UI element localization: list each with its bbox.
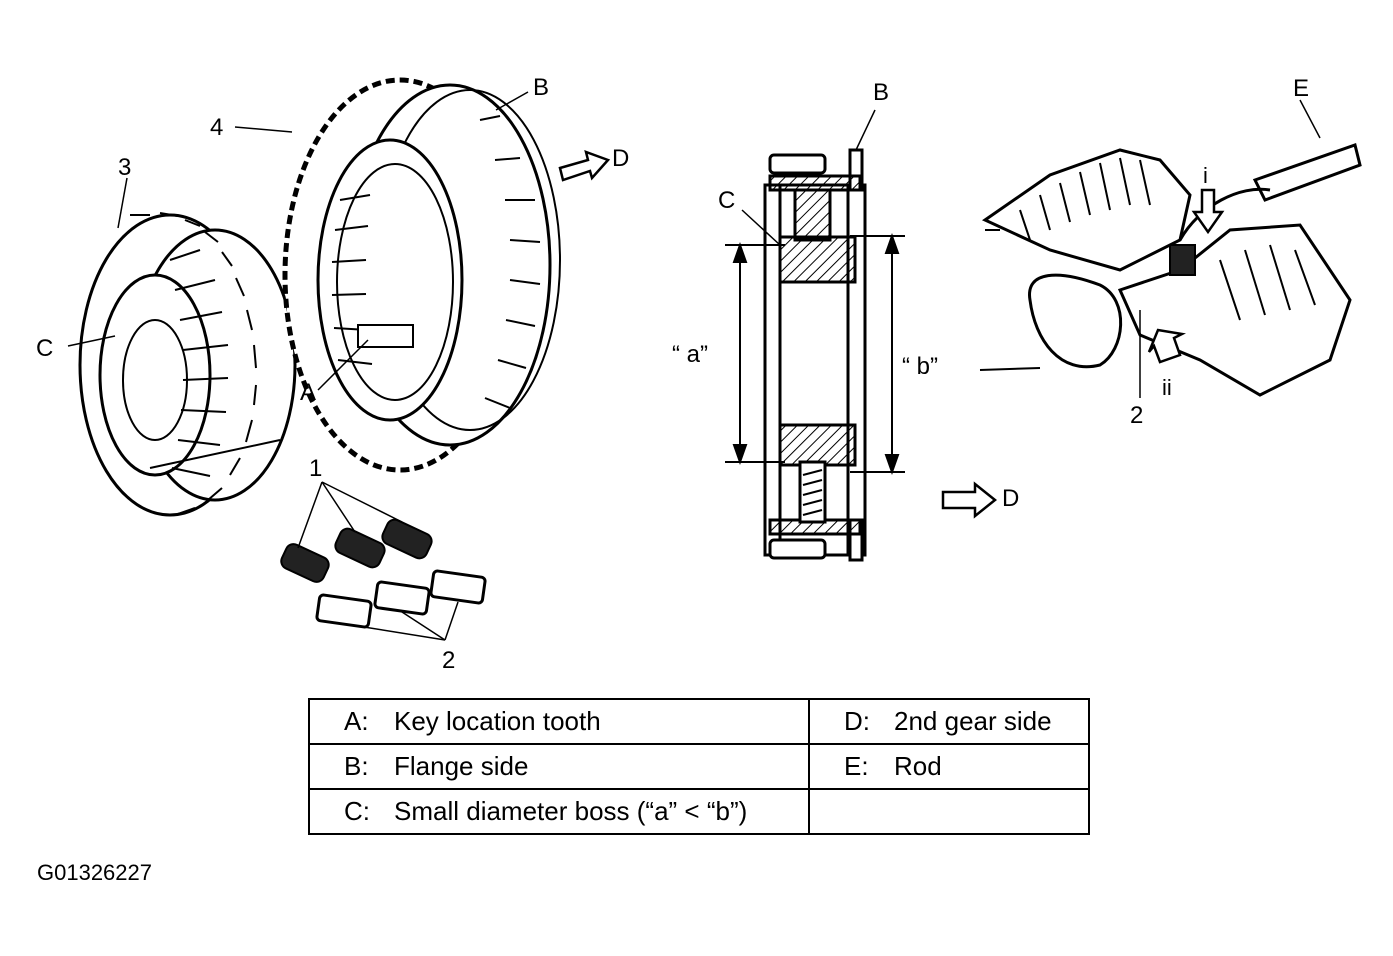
legend-key-a: A: xyxy=(344,706,369,736)
legend-text-a: Key location tooth xyxy=(394,706,601,736)
direction-arrow-d-2 xyxy=(941,481,998,519)
callout-e: E xyxy=(1293,75,1309,102)
legend-cell: E: Rod xyxy=(808,743,1090,790)
legend-text-d: 2nd gear side xyxy=(894,706,1052,736)
arrow-i xyxy=(1191,188,1225,235)
synchronizer-hub xyxy=(78,212,297,517)
legend-text-c: Small diameter boss (“a” < “b”) xyxy=(394,796,748,826)
callout-3: 3 xyxy=(118,154,131,181)
legend-text-e: Rod xyxy=(894,751,942,781)
legend-key-c: C: xyxy=(344,796,370,826)
installation-view xyxy=(979,143,1362,397)
legend-cell: B: Flange side xyxy=(308,743,810,790)
callout-c-left: C xyxy=(36,335,53,362)
callout-2-right: 2 xyxy=(1130,402,1143,429)
figure-id: G01326227 xyxy=(37,860,152,885)
callout-4: 4 xyxy=(210,114,223,141)
dimension-a xyxy=(725,241,785,466)
legend-cell: A: Key location tooth xyxy=(308,698,810,745)
legend-row: B: Flange side E: Rod xyxy=(308,743,1090,790)
legend-cell-empty xyxy=(808,788,1090,835)
shifting-keys xyxy=(315,569,487,629)
callout-c-mid: C xyxy=(718,187,735,214)
callout-i: i xyxy=(1203,163,1208,188)
callout-labels: 3 4 B D C A 1 2 B C “ a” “ b” D E i ii 2 xyxy=(36,74,1309,674)
label-b-dimension: “ b” xyxy=(902,353,938,380)
legend-table: A: Key location tooth D: 2nd gear side B: F… xyxy=(308,698,1090,835)
legend-key-b: B: xyxy=(344,751,369,781)
label-a-dimension: “ a” xyxy=(672,341,708,368)
legend-key-d: D: xyxy=(844,706,870,736)
legend-row: A: Key location tooth D: 2nd gear side xyxy=(308,698,1090,745)
legend-cell: C: Small diameter boss (“a” < “b”) xyxy=(308,788,810,835)
callout-d-mid: D xyxy=(1002,485,1019,512)
legend-key-e: E: xyxy=(844,751,869,781)
legend-cell: D: 2nd gear side xyxy=(808,698,1090,745)
legend-text-b: Flange side xyxy=(394,751,529,781)
callout-b-left: B xyxy=(533,74,549,101)
callout-ii: ii xyxy=(1162,375,1172,400)
legend-row: C: Small diameter boss (“a” < “b”) xyxy=(308,788,1090,835)
callout-b-mid: B xyxy=(873,79,889,106)
synchronizer-sleeve xyxy=(282,77,561,473)
callout-1: 1 xyxy=(309,455,322,482)
dimension-b xyxy=(850,232,905,476)
direction-arrow-d-1 xyxy=(558,150,611,182)
springs xyxy=(280,518,433,583)
cross-section-view xyxy=(763,148,867,562)
callout-d-left: D xyxy=(612,145,629,172)
arrow-ii xyxy=(1147,328,1186,364)
callout-2-left: 2 xyxy=(442,647,455,674)
leader-lines xyxy=(67,91,1321,641)
callout-a: A xyxy=(300,379,316,406)
